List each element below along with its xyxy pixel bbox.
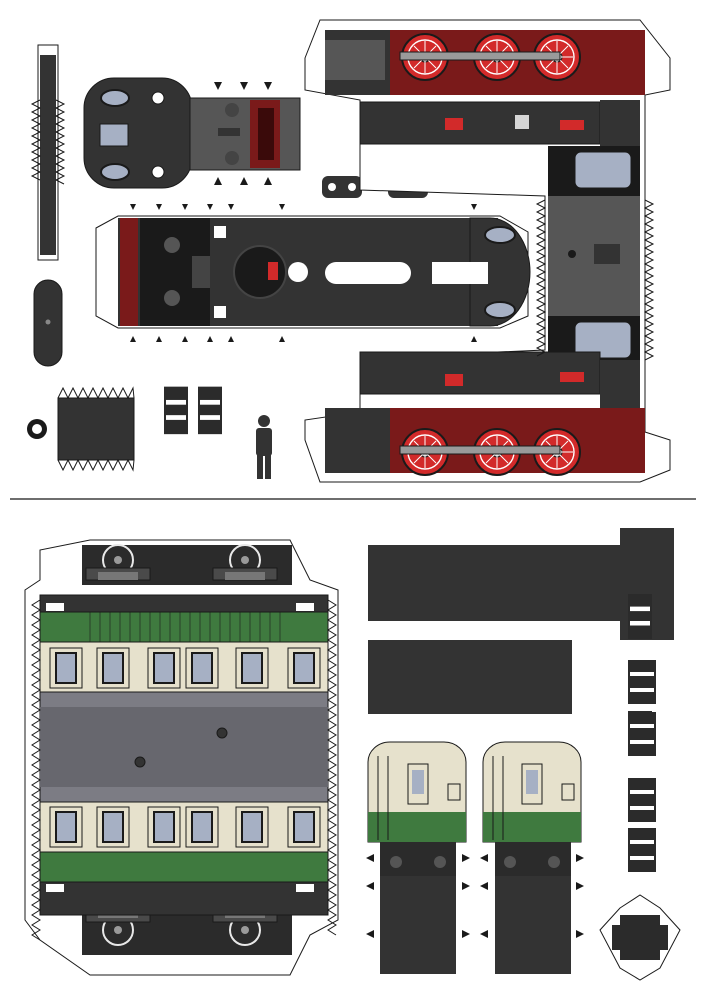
coach-body	[24, 539, 339, 976]
human-figure-icon	[256, 415, 272, 479]
loco-frame	[304, 19, 671, 483]
coach-small-parts	[628, 594, 656, 872]
smokebox-strip	[30, 44, 66, 261]
boiler-body	[95, 204, 531, 342]
chimney-part	[33, 279, 63, 367]
cut-marks-top	[214, 82, 272, 185]
loco-small-parts	[27, 386, 272, 479]
coach-small-box	[599, 894, 681, 981]
coach-end-right	[482, 741, 582, 974]
coach-cut-marks	[366, 854, 584, 938]
coach-end-left	[367, 741, 467, 974]
boiler-front	[83, 77, 301, 189]
